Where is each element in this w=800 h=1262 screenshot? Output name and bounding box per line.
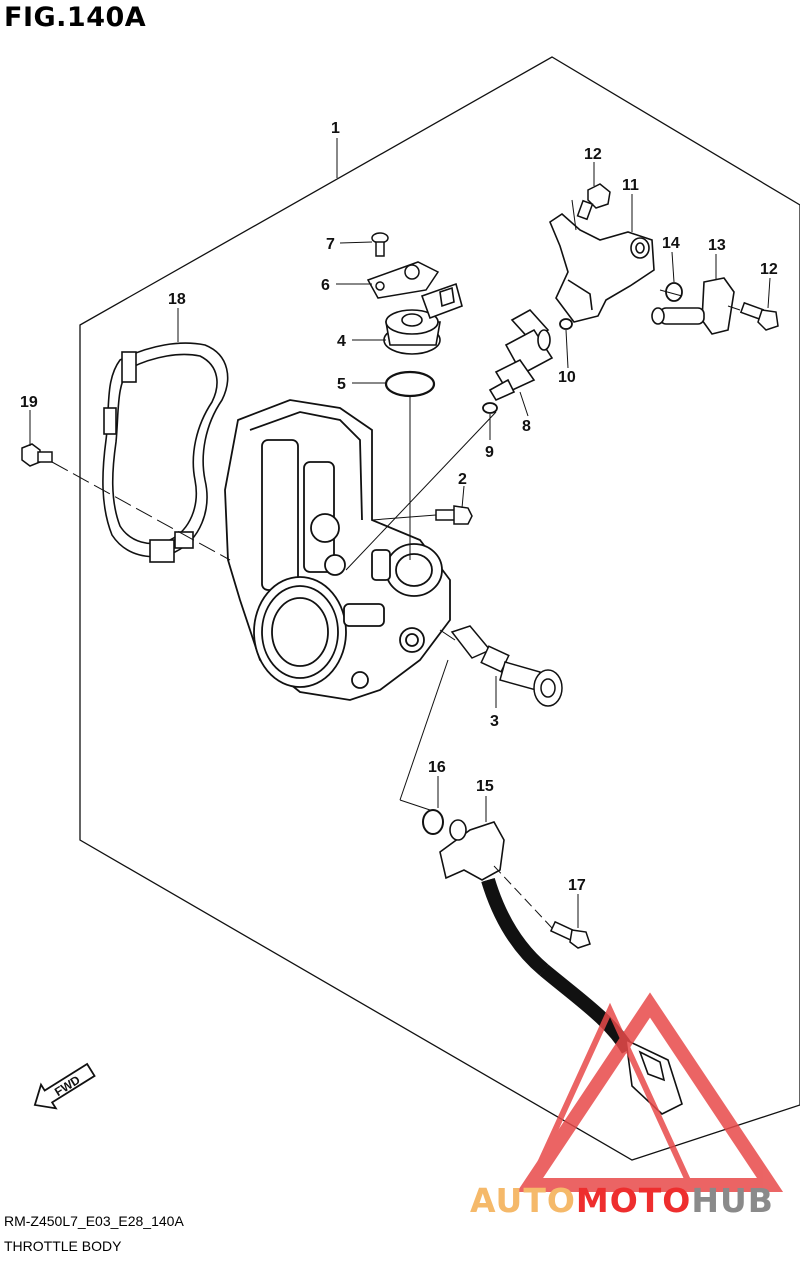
callout-17: 17 [568,877,586,894]
callout-13: 13 [708,237,726,254]
callout-11: 11 [622,177,639,194]
callout-3: 3 [490,713,499,730]
part-5-o-ring[interactable] [384,370,436,398]
part-15-sensor-harness[interactable] [439,819,683,1115]
part-8-injector[interactable] [488,308,554,402]
assembly-guide-lines [51,199,741,929]
part-7-screw[interactable] [371,232,389,257]
assembly-boundary [79,56,800,1161]
part-19-bolt[interactable] [21,443,53,467]
figure-code: RM-Z450L7_E03_E28_140A [4,1213,184,1229]
callout-9: 9 [485,444,494,461]
callout-labels: 1 2 3 4 5 6 7 8 9 10 11 12 12 13 14 15 1… [20,120,778,894]
watermark-auto: AUTO [470,1181,576,1220]
part-11-bracket[interactable] [549,212,655,323]
leader-lines [29,138,771,928]
part-3-screw[interactable] [450,625,563,707]
part-1-throttle-body[interactable] [224,399,451,701]
watermark-moto: MOTO [576,1181,691,1220]
fwd-arrow-badge: FWD [33,1062,96,1110]
part-16-o-ring[interactable] [422,809,444,835]
part-6-plate[interactable] [366,261,440,299]
part-12-bolt-top[interactable] [576,183,611,221]
callout-8: 8 [522,418,531,435]
part-9-o-ring[interactable] [482,402,498,414]
part-2-screw[interactable] [435,505,473,525]
callout-18: 18 [168,291,186,308]
watermark-hub: HUB [691,1181,774,1220]
figure-name: THROTTLE BODY [4,1238,122,1254]
part-4-sensor[interactable] [383,282,463,355]
watermark-text: AUTOMOTOHUB [470,1181,774,1220]
callout-7: 7 [326,236,335,253]
callout-1: 1 [331,120,340,137]
callout-16: 16 [428,759,446,776]
part-18-cover[interactable] [102,342,229,563]
callout-5: 5 [337,376,346,393]
callout-4: 4 [337,333,346,350]
watermark-logo [516,992,784,1192]
callout-10: 10 [558,369,576,386]
figure-title: FIG.140A [4,2,147,33]
callout-14: 14 [662,235,680,252]
part-12-bolt-right[interactable] [739,301,779,331]
part-10-o-ring[interactable] [559,318,573,330]
callout-15: 15 [476,778,494,795]
callout-6: 6 [321,277,330,294]
callout-2: 2 [458,471,467,488]
part-17-bolt[interactable] [549,920,591,949]
part-13-sensor[interactable] [651,277,735,335]
callout-12b: 12 [760,261,778,278]
watermark-triangle-inner [525,1002,695,1188]
callout-19: 19 [20,394,38,411]
callout-12a: 12 [584,146,602,163]
